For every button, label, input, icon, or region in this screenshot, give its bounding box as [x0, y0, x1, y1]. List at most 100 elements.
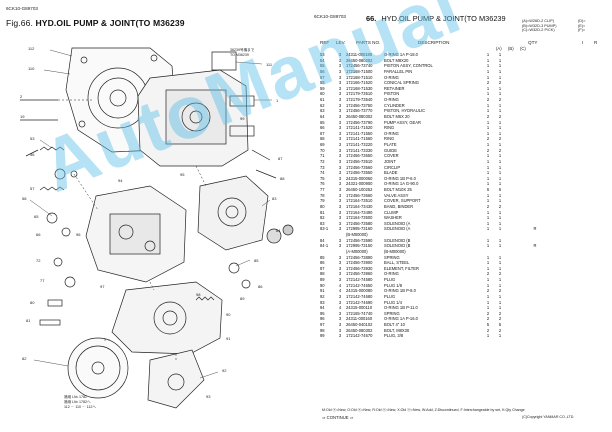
row-qty-a: 1 [486, 108, 490, 114]
row-description: O-RING 1A P-16.0 [384, 316, 418, 322]
svg-text:66: 66 [36, 232, 41, 237]
row-level: 3 [338, 85, 342, 91]
row-ref: 58 [320, 80, 325, 86]
model-key-e: (E)= [578, 23, 586, 28]
figure-title-text: HYD.OIL PUMP & JOINT(TO M36239 [35, 18, 185, 28]
row-level: 3 [338, 271, 342, 277]
row-qty-b: 1 [498, 119, 502, 125]
row-description: O-RING 1A P-18.0 [384, 52, 418, 57]
svg-text:93: 93 [206, 394, 211, 399]
header-qty: QTY [528, 40, 538, 45]
row-ref: 64 [320, 113, 325, 119]
row-ref: 83 [320, 220, 325, 226]
row-part-number: 172164-73430 [346, 203, 373, 209]
figure-title: Fig.66. HYD.OIL PUMP & JOINT(TO M36239 [6, 18, 185, 28]
row-qty-a: 2 [486, 310, 490, 316]
row-description: RETAINER [384, 85, 405, 91]
row-qty-b: 1 [498, 181, 502, 187]
row-ref: 68 [320, 136, 325, 142]
row-ref: 97 [320, 322, 325, 327]
row-qty-a: 1 [486, 57, 490, 63]
row-level: 3 [338, 327, 342, 333]
row-part-number: 172164-73490 [346, 209, 373, 215]
row-part-number: 172995-73160 [346, 226, 373, 232]
row-qty-a: 6 [486, 187, 490, 192]
row-part-number: 172141-73220 [346, 142, 373, 147]
row-qty-b: 1 [498, 52, 502, 57]
row-level: 4 [338, 282, 342, 288]
row-qty-b: 2 [498, 113, 502, 119]
row-qty-a: 1 [486, 333, 490, 339]
row-description: O-RING [384, 74, 399, 80]
row-level: 3 [338, 209, 342, 215]
row-ref: 57 [320, 74, 325, 80]
row-description: SPRING [384, 254, 400, 260]
row-description: BOLT M6X 20 [384, 113, 410, 119]
row-qty-a: 1 [486, 282, 490, 288]
svg-text:80: 80 [30, 300, 35, 305]
row-level: 3 [338, 192, 342, 198]
row-level: 3 [338, 181, 342, 187]
svg-text:19: 19 [20, 114, 25, 119]
row-qty-b: 1 [498, 277, 502, 282]
row-qty-b: 1 [498, 108, 502, 114]
row-level: 4 [338, 305, 342, 311]
row-ref: 75 [320, 175, 325, 181]
svg-text:92: 92 [222, 368, 227, 373]
row-description: ELEMENT, FILTER [384, 265, 419, 271]
header-r: R [594, 40, 598, 45]
row-qty-a: 1 [486, 192, 490, 198]
row-level: 3 [338, 265, 342, 271]
svg-text:94: 94 [118, 178, 123, 183]
row-description: O-RING 1A G-90.0 [384, 181, 419, 187]
row-ref: 63 [320, 108, 325, 114]
row-part-number: 24315-000060 [346, 175, 373, 181]
doc-code: 6CK10-G89703 [6, 6, 38, 11]
row-qty-b: 2 [498, 147, 502, 153]
row-description: O-RING [384, 271, 399, 277]
row-part-number: 172142-74650 [346, 282, 373, 288]
svg-text:112: 112 [28, 46, 35, 51]
row-description: SOLENOID (B [384, 237, 411, 243]
row-description: CONICAL SPRING [384, 80, 419, 86]
row-qty-b: 1 [498, 63, 502, 69]
row-description: BOLT, M8X30 [384, 327, 410, 333]
row-part-number: 172995-73150 [346, 243, 373, 249]
row-description: PISTON, HYDRAULIC [384, 108, 426, 114]
row-qty-b: 1 [498, 91, 502, 97]
row-qty-a: 1 [486, 142, 490, 147]
row-description: GUIDE [384, 147, 397, 153]
row-level: 3 [338, 113, 342, 119]
row-qty-a: 1 [486, 243, 490, 249]
row-part-number: 172142-74690 [346, 299, 373, 305]
row-level: 3 [338, 293, 342, 299]
row-ref: 87 [320, 265, 325, 271]
row-qty-a: 1 [486, 209, 490, 215]
row-qty-b: 1 [498, 265, 502, 271]
row-part-number: 26450-100252 [346, 187, 373, 192]
row-remark: R [533, 226, 537, 232]
row-part-number: 172142-74680 [346, 293, 373, 299]
row-qty-b: 6 [498, 187, 502, 192]
row-remark: R [533, 243, 537, 249]
row-level: 3 [338, 310, 342, 316]
svg-text:97: 97 [100, 284, 105, 289]
row-level: 3 [338, 215, 342, 221]
copyright: (C)Copyright YANMAR CO.,LTD. [522, 415, 575, 419]
row-description: PLUG [384, 277, 396, 282]
svg-text:53: 53 [30, 136, 35, 141]
svg-text:110: 110 [28, 66, 35, 71]
